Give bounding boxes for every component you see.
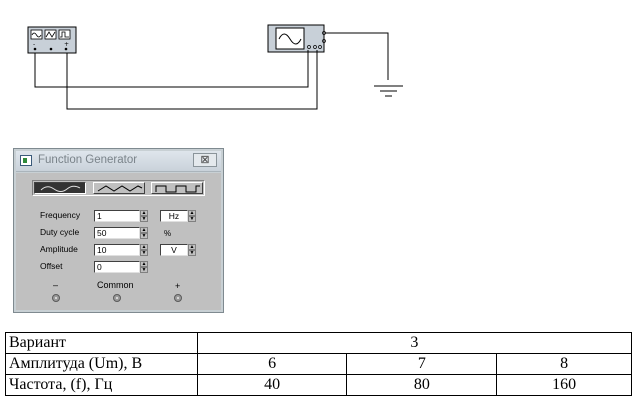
offset-label: Offset bbox=[40, 261, 63, 271]
svg-text:-: - bbox=[33, 41, 35, 48]
variant-table: Вариант 3 Амплитуда (Um), В 6 7 8 Частот… bbox=[5, 332, 633, 396]
amplitude-input[interactable]: 10 bbox=[94, 244, 140, 256]
duty-cycle-input[interactable]: 50 bbox=[94, 227, 140, 239]
duty-cycle-spinner[interactable]: ▲▼ bbox=[140, 227, 148, 239]
frequency-unit-spinner[interactable]: ▲▼ bbox=[188, 210, 196, 222]
offset-input[interactable]: 0 bbox=[94, 261, 140, 273]
amplitude-unit-spinner[interactable]: ▲▼ bbox=[188, 244, 196, 256]
ground-symbol bbox=[374, 85, 403, 97]
variant-value: 3 bbox=[196, 332, 633, 354]
amplitude-row-label: Амплитуда (Um), В bbox=[5, 353, 198, 375]
frequency-value: 160 bbox=[496, 374, 632, 396]
table-row: Частота, (f), Гц 40 80 160 bbox=[5, 374, 632, 396]
window-title: Function Generator bbox=[38, 154, 138, 166]
minus-terminal[interactable] bbox=[52, 294, 60, 302]
minus-terminal-label: – bbox=[53, 280, 59, 290]
title-bar[interactable]: Function Generator ⊠ bbox=[16, 151, 221, 172]
amplitude-unit-select[interactable]: V bbox=[160, 244, 188, 256]
offset-spinner[interactable]: ▲▼ bbox=[140, 261, 148, 273]
amplitude-value: 7 bbox=[346, 353, 498, 375]
plus-terminal-label: + bbox=[175, 281, 181, 291]
amplitude-spinner[interactable]: ▲▼ bbox=[140, 244, 148, 256]
wires bbox=[34, 32, 389, 110]
circuit-schematic: - + bbox=[27, 24, 403, 110]
sine-wave-icon bbox=[40, 185, 81, 192]
svg-text:+: + bbox=[64, 41, 69, 48]
amplitude-label: Amplitude bbox=[40, 244, 78, 254]
sine-wave-button[interactable] bbox=[34, 182, 86, 194]
triangle-wave-button[interactable] bbox=[93, 182, 145, 194]
frequency-spinner[interactable]: ▲▼ bbox=[140, 210, 148, 222]
variant-label: Вариант bbox=[5, 332, 198, 354]
plus-terminal[interactable] bbox=[174, 294, 182, 302]
square-wave-icon bbox=[155, 185, 200, 193]
frequency-row-label: Частота, (f), Гц bbox=[5, 374, 198, 396]
function-generator-instrument[interactable]: - + bbox=[27, 26, 77, 54]
table-row: Амплитуда (Um), В 6 7 8 bbox=[5, 353, 632, 375]
duty-cycle-label: Duty cycle bbox=[40, 227, 80, 237]
square-wave-button[interactable] bbox=[151, 182, 203, 194]
frequency-unit-select[interactable]: Hz bbox=[160, 210, 188, 222]
common-terminal[interactable] bbox=[113, 294, 121, 302]
amplitude-value: 8 bbox=[496, 353, 632, 375]
frequency-value: 80 bbox=[346, 374, 498, 396]
app-icon bbox=[20, 155, 32, 166]
function-generator-window: Function Generator ⊠ Frequency 1 bbox=[13, 148, 224, 313]
oscilloscope-instrument[interactable] bbox=[267, 24, 326, 53]
close-button[interactable]: ⊠ bbox=[193, 153, 217, 167]
frequency-label: Frequency bbox=[40, 210, 81, 220]
window-body: Frequency 1 ▲▼ Hz ▲▼ Duty cycle 50 ▲▼ % … bbox=[16, 173, 221, 310]
amplitude-value: 6 bbox=[196, 353, 348, 375]
frequency-value: 40 bbox=[196, 374, 348, 396]
duty-cycle-unit: % bbox=[164, 229, 172, 238]
frequency-input[interactable]: 1 bbox=[94, 210, 140, 222]
waveform-selector bbox=[32, 180, 205, 196]
table-row: Вариант 3 bbox=[5, 332, 633, 354]
triangle-wave-icon bbox=[97, 185, 143, 192]
common-terminal-label: Common bbox=[97, 280, 134, 290]
